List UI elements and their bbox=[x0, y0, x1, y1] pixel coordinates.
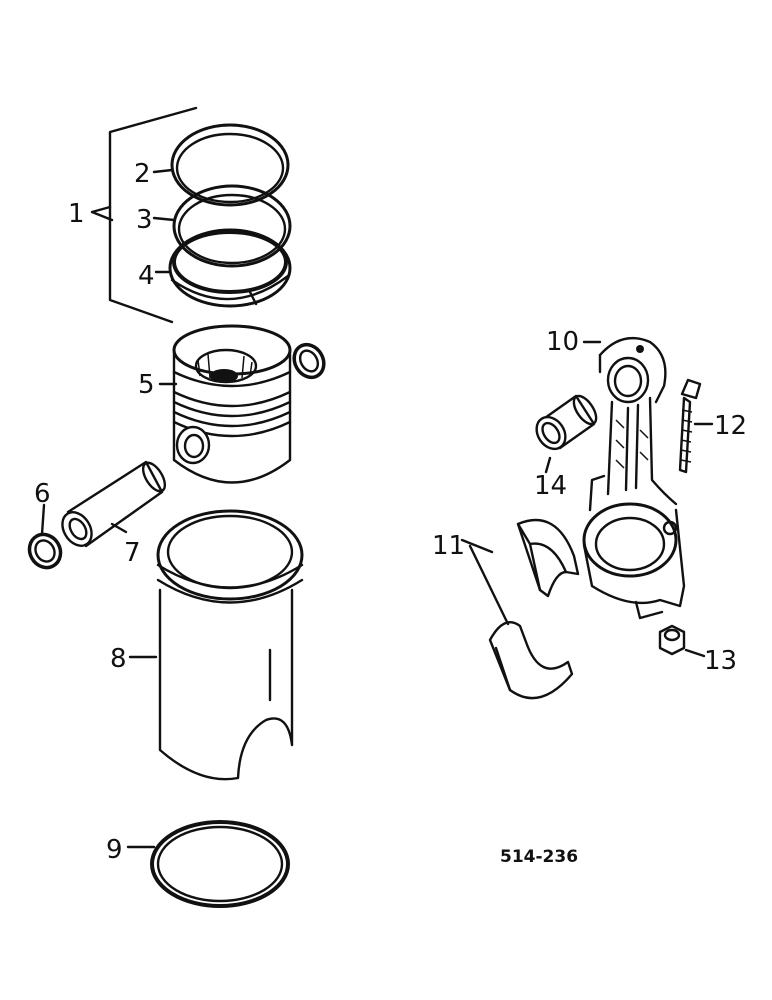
connecting-rod-nut bbox=[658, 624, 706, 658]
cylinder-liner bbox=[128, 509, 304, 781]
liner-seal-ring bbox=[126, 820, 290, 908]
ring-set-bracket bbox=[90, 106, 198, 324]
callout-8: 8 bbox=[110, 644, 127, 674]
small-end-bushing bbox=[535, 394, 598, 474]
callout-4: 4 bbox=[138, 261, 155, 291]
callout-7: 7 bbox=[124, 538, 141, 568]
piston-ring-second bbox=[152, 184, 292, 268]
callout-3: 3 bbox=[136, 205, 153, 235]
drawing-reference-number: 514-236 bbox=[500, 847, 578, 867]
callout-1: 1 bbox=[68, 199, 85, 229]
callout-5: 5 bbox=[138, 370, 155, 400]
callout-10: 10 bbox=[546, 327, 579, 357]
connecting-rod-bolt bbox=[678, 378, 714, 474]
callout-13: 13 bbox=[704, 646, 737, 676]
connecting-rod bbox=[582, 337, 686, 620]
oil-control-ring bbox=[154, 228, 292, 308]
bearing-shells bbox=[460, 518, 580, 700]
callout-11: 11 bbox=[432, 531, 465, 561]
piston-pin bbox=[61, 460, 167, 548]
piston bbox=[158, 324, 292, 484]
circlip bbox=[27, 503, 63, 570]
circlip-right bbox=[292, 342, 326, 380]
piston-ring-top bbox=[152, 123, 290, 207]
callout-6: 6 bbox=[34, 479, 51, 509]
callout-2: 2 bbox=[134, 159, 151, 189]
callout-14: 14 bbox=[534, 471, 567, 501]
callout-labels: 1 2 3 4 5 6 7 8 9 10 11 12 13 14 bbox=[34, 159, 747, 865]
callout-12: 12 bbox=[714, 411, 747, 441]
callout-9: 9 bbox=[106, 835, 123, 865]
